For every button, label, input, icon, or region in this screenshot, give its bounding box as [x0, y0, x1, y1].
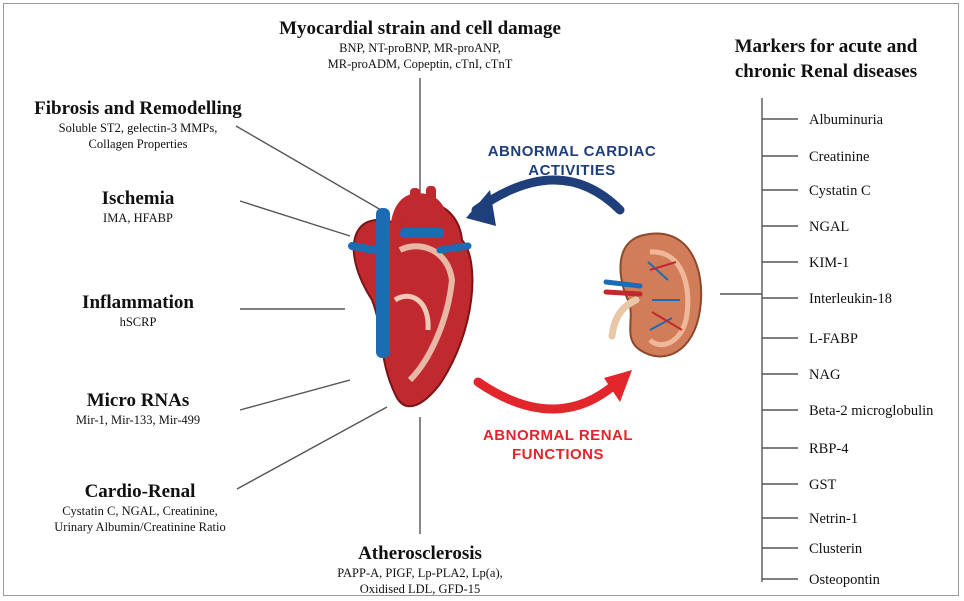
connector-cardio-renal — [237, 407, 387, 489]
group-micro-rnas: Micro RNAs Mir-1, Mir-133, Mir-499 — [40, 390, 236, 428]
group-cardio-renal: Cardio-Renal Cystatin C, NGAL, Creatinin… — [12, 481, 268, 535]
group-heading: Inflammation — [40, 292, 236, 314]
group-inflammation: Inflammation hSCRP — [40, 292, 236, 330]
group-markers: BNP, NT-proBNP, MR-proANP, — [214, 40, 626, 56]
markers-title: Markers for acute and chronic Renal dise… — [706, 34, 946, 84]
marker-item: KIM-1 — [809, 254, 849, 272]
bracket-ticks — [762, 119, 798, 579]
marker-item: L-FABP — [809, 330, 858, 348]
renal-arrow-label: ABNORMAL RENAL FUNCTIONS — [448, 426, 668, 464]
renal-label-line2: FUNCTIONS — [448, 445, 668, 464]
connector-micro-rnas — [240, 380, 350, 410]
group-markers: Mir-1, Mir-133, Mir-499 — [40, 412, 236, 428]
group-heading: Micro RNAs — [40, 390, 236, 412]
connector-ischemia — [240, 201, 350, 236]
cardiac-label-line2: ACTIVITIES — [452, 161, 692, 180]
renal-label-line1: ABNORMAL RENAL — [448, 426, 668, 445]
group-myocardial: Myocardial strain and cell damage BNP, N… — [214, 18, 626, 72]
marker-item: Interleukin-18 — [809, 290, 892, 308]
group-markers: PAPP-A, PIGF, Lp-PLA2, Lp(a), — [300, 565, 540, 581]
marker-item: Osteopontin — [809, 571, 880, 589]
group-markers: MR-proADM, Copeptin, cTnI, cTnT — [214, 56, 626, 72]
renal-arrow — [478, 378, 622, 409]
marker-item: GST — [809, 476, 836, 494]
group-markers: Soluble ST2, gelectin-3 MMPs, — [8, 120, 268, 136]
marker-item: Creatinine — [809, 148, 869, 166]
cardiac-arrow — [476, 180, 620, 210]
kidney-illustration — [606, 234, 701, 357]
cardiac-arrow-label: ABNORMAL CARDIAC ACTIVITIES — [452, 142, 692, 180]
marker-item: Albuminuria — [809, 111, 883, 129]
group-heading: Ischemia — [40, 188, 236, 210]
heart-illustration — [352, 186, 472, 406]
group-ischemia: Ischemia IMA, HFABP — [40, 188, 236, 226]
group-fibrosis: Fibrosis and Remodelling Soluble ST2, ge… — [8, 98, 268, 152]
group-markers: Collagen Properties — [8, 136, 268, 152]
group-heading: Fibrosis and Remodelling — [8, 98, 268, 120]
markers-title-line1: Markers for acute and — [706, 34, 946, 59]
group-markers: Cystatin C, NGAL, Creatinine, — [12, 503, 268, 519]
group-heading: Atherosclerosis — [300, 543, 540, 565]
group-heading: Cardio-Renal — [12, 481, 268, 503]
cardiac-label-line1: ABNORMAL CARDIAC — [452, 142, 692, 161]
group-atherosclerosis: Atherosclerosis PAPP-A, PIGF, Lp-PLA2, L… — [300, 543, 540, 597]
marker-item: Beta-2 microglobulin — [809, 402, 933, 420]
marker-item: NAG — [809, 366, 840, 384]
group-markers: hSCRP — [40, 314, 236, 330]
markers-title-line2: chronic Renal diseases — [706, 59, 946, 84]
marker-item: NGAL — [809, 218, 849, 236]
group-markers: Oxidised LDL, GFD-15 — [300, 581, 540, 597]
group-heading: Myocardial strain and cell damage — [214, 18, 626, 40]
marker-item: RBP-4 — [809, 440, 849, 458]
marker-item: Netrin-1 — [809, 510, 858, 528]
marker-item: Cystatin C — [809, 182, 871, 200]
group-markers: IMA, HFABP — [40, 210, 236, 226]
marker-item: Clusterin — [809, 540, 862, 558]
group-markers: Urinary Albumin/Creatinine Ratio — [12, 519, 268, 535]
